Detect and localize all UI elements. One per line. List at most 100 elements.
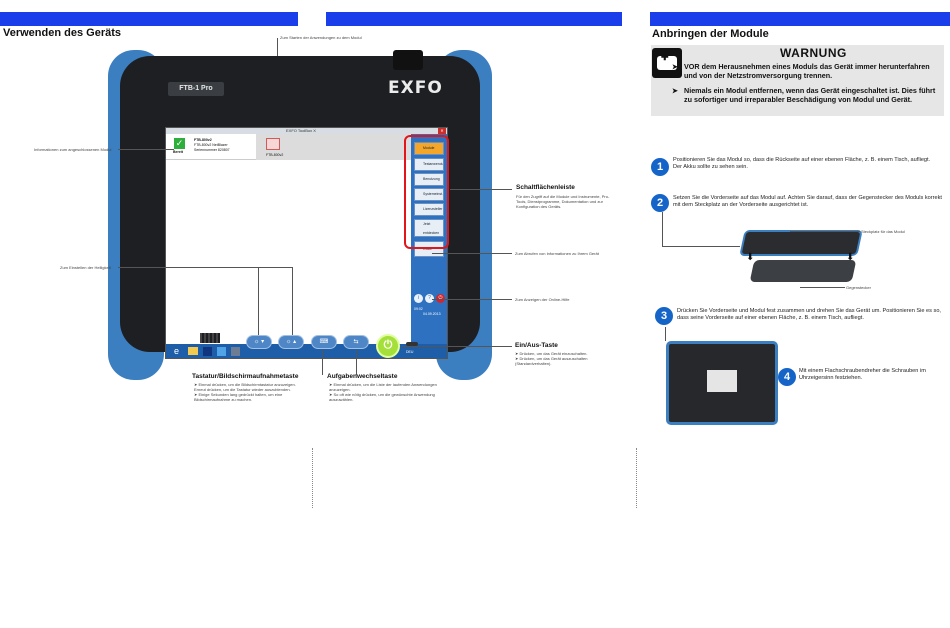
callout-line-power [402, 346, 512, 347]
step-2-text: Setzen Sie die Vorderseite auf das Modul… [673, 195, 942, 208]
step-2-module-image [749, 260, 857, 282]
page-divider-right [636, 448, 637, 508]
warning-title: WARNUNG [780, 46, 847, 60]
side-btn-tests[interactable]: Testanwendungen [414, 158, 444, 171]
step-4-text: Mit einem Flachschraubendreher die Schra… [799, 368, 926, 381]
power-button[interactable]: ⏻ [376, 334, 400, 358]
power-off-icon[interactable]: ⏻ [436, 294, 445, 303]
step-1-number: 1 [651, 158, 669, 176]
side-btn-discover[interactable]: Jetzt entdecken [414, 219, 444, 237]
callout-line-keyboard [322, 350, 323, 375]
keyboard-button[interactable]: ⌨ [311, 335, 337, 349]
step-4-number: 4 [778, 368, 796, 386]
ie-icon[interactable]: e [174, 346, 180, 356]
connector-annotation: Gegenstecker [846, 285, 871, 290]
button-bar: Module Testanwendungen Benutzung Systeme… [411, 134, 447, 346]
header-bar-right [650, 12, 950, 26]
callout-keyboard-title: Tastatur/Bildschirmaufnahmetaste [192, 373, 299, 380]
callout-task-1-text: Einmal drücken, um die Liste der laufend… [329, 382, 437, 392]
side-btn-license[interactable]: Lizenzsteller [414, 203, 444, 216]
header-bar-left [0, 12, 298, 26]
callout-task-1: ➤ Einmal drücken, um die Liste der laufe… [329, 382, 437, 392]
callout-line-brightness-v2 [292, 267, 293, 335]
window-title: EXFO ToolBox X [286, 128, 316, 133]
warning-item-2: ➤ Niemals ein Modul entfernen, wenn das G… [672, 86, 942, 104]
callout-module-info: Informationen zum angeschlossenen Modul [34, 147, 112, 152]
callout-power-2: ➤ Drücken, um das Gerät auszuschalten (S… [515, 356, 588, 366]
ftb-device: FTB-1 Pro EXFO EXFO ToolBox X ✕ ✓ Bereit… [108, 50, 492, 380]
brightness-up-button[interactable]: ☼ ▴ [278, 335, 304, 349]
step-2-front-image [739, 230, 863, 256]
step-3-number: 3 [655, 307, 673, 325]
app-icon-2[interactable] [217, 347, 226, 356]
module-tile-label: FTB-800v2 [266, 153, 284, 157]
callout-power-1-text: Drücken, um das Gerät einzuschalten. [519, 351, 588, 356]
callout-keyboard-1-text: Einmal drücken, um die Bildschirmtastatu… [194, 382, 296, 392]
button-bar-highlight [404, 135, 449, 249]
info-icon[interactable]: i [414, 294, 423, 303]
callout-line-online-help [432, 299, 512, 300]
callout-start-apps: Zum Starten der Anwendungen zu dem Modul [280, 35, 362, 40]
side-btn-module[interactable]: Module [414, 142, 444, 155]
side-date: 04.09.2013 [423, 312, 441, 316]
callout-brightness: Zum Einstellen der Helligkeit [60, 265, 111, 270]
folder-icon[interactable] [188, 347, 198, 355]
side-btn-system[interactable]: Systemeinst. [414, 188, 444, 201]
app-icon-1[interactable] [203, 347, 212, 356]
check-icon: ✓ [174, 138, 185, 149]
step-3-bracket-v [665, 327, 666, 341]
task-switch-button[interactable]: ⇆ [343, 335, 369, 349]
section-title-right: Anbringen der Module [652, 28, 769, 40]
callout-line-module-info [118, 149, 174, 150]
step-1-text: Positionieren Sie das Modul so, dass die… [673, 157, 943, 171]
module-tile-area [256, 134, 413, 160]
taskbar-lang: DEU [406, 350, 414, 354]
brightness-button[interactable]: ☼ ▾ [246, 335, 272, 349]
help-icon[interactable]: ? [425, 294, 434, 303]
warning-box [651, 45, 944, 116]
window-close-icon[interactable]: ✕ [438, 128, 446, 134]
module-tile[interactable] [266, 138, 280, 150]
warning-icon-inner [657, 56, 677, 70]
callout-task-title: Aufgabenwechseltaste [327, 373, 398, 380]
device-screen: EXFO ToolBox X ✕ ✓ Bereit FTB-800v2 FTB-… [165, 127, 448, 359]
callout-line-buttonbar [450, 189, 512, 190]
callout-keyboard-2: ➤ Einige Sekunden lang gedrückt halten, … [194, 392, 283, 402]
callout-line-task [356, 350, 357, 375]
arrow-icon: ➤ [672, 62, 679, 71]
module-card[interactable]: ✓ Bereit FTB-800v2 FTB-800v2 NetBlazer S… [166, 134, 256, 160]
warning-cross-icon: ✚ [661, 52, 669, 62]
warning-item-2-text: Niemals ein Modul entfernen, wenn das Ge… [684, 86, 936, 104]
module-name: FTB-800v2 [194, 138, 212, 142]
power-led [406, 342, 418, 346]
callout-device-info: Zum Abrufen von Informationen zu Ihrem G… [515, 251, 599, 256]
callout-task-2: ➤ So oft wie nötig drücken, um die gewün… [329, 392, 435, 402]
callout-keyboard-2-text: Einige Sekunden lang gedrückt halten, um… [194, 392, 283, 402]
step-2-arrow-left: ⬇ [746, 252, 755, 263]
app-icon-3[interactable] [231, 347, 240, 356]
warning-item-1: ➤ VOR dem Herausnehmen eines Moduls das G… [672, 62, 939, 80]
callout-task-2-text: So oft wie nötig drücken, um die gewünsc… [329, 392, 435, 402]
page-divider-left [312, 448, 313, 508]
callout-power-title: Ein/Aus-Taste [515, 342, 558, 349]
step-1-text-sub: Der Akku sollte zu sehen sein. [673, 164, 748, 170]
callout-keyboard-1: ➤ Einmal drücken, um die Bildschirmtasta… [194, 382, 296, 392]
callout-line-device-info [432, 253, 512, 254]
step-4-label-plate [707, 370, 737, 392]
arrow-icon: ➤ [672, 86, 679, 95]
callout-online-help: Zum Anzeigen der Online-Hilfe [515, 297, 570, 302]
header-bar-middle [326, 12, 622, 26]
callout-power-2-text: Drücken, um das Gerät auszuschalten (Sta… [515, 356, 588, 366]
module-status: Bereit [173, 150, 183, 154]
warning-item-1-text: VOR dem Herausnehmen eines Moduls das Ge… [684, 62, 930, 80]
callout-power-1: ➤ Drücken, um das Gerät einzuschalten. [515, 351, 588, 356]
step-2-bracket-h [662, 246, 740, 247]
model-badge: FTB-1 Pro [168, 82, 224, 96]
step-3-text: Drücken Sie Vorderseite und Modul fest z… [677, 308, 941, 321]
step-2-slot-line [790, 231, 860, 232]
side-btn-usage[interactable]: Benutzung [414, 173, 444, 186]
module-serial: Seriennummer 820807 [194, 148, 230, 152]
module-line2: FTB-800v2 NetBlazer [194, 143, 228, 147]
step-4-image [666, 341, 778, 425]
brand-logo: EXFO [388, 78, 443, 98]
